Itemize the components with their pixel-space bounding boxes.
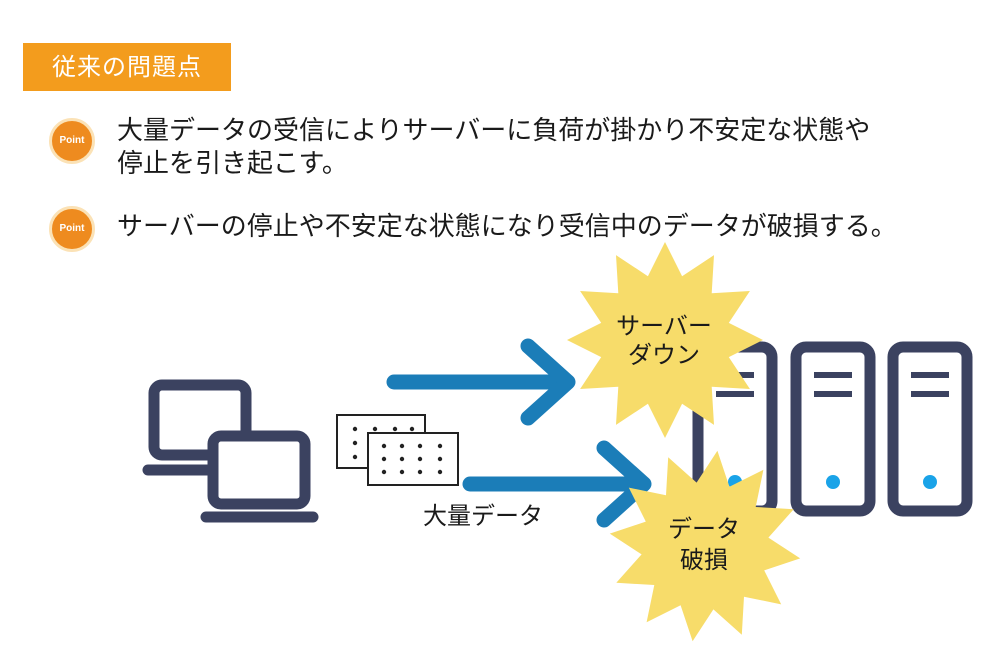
server-icon — [887, 341, 973, 517]
point-badge: Point — [49, 118, 95, 164]
burst-top-line-1: サーバー — [616, 312, 712, 340]
laptop-icon — [200, 430, 319, 523]
point-badge: Point — [49, 206, 95, 252]
burst-icon — [567, 242, 763, 438]
laptop-icon — [142, 379, 252, 476]
data-packet-icon — [367, 432, 459, 486]
burst-bottom-line-1: データ — [668, 515, 740, 543]
server-icon — [790, 341, 876, 517]
point-text-line-2: 停止を引き起こす。 — [117, 149, 348, 179]
burst-top-line-2: ダウン — [628, 341, 700, 369]
burst-bottom-line-2: 破損 — [680, 546, 728, 574]
point-text-line-1: 大量データの受信によりサーバーに負荷が掛かり不安定な状態や — [117, 116, 871, 146]
data-label: 大量データ — [423, 502, 543, 530]
arrow-right-icon — [386, 338, 576, 426]
section-title: 従来の問題点 — [23, 43, 231, 91]
burst-icon — [609, 450, 801, 642]
point-text-line-1: サーバーの停止や不安定な状態になり受信中のデータが破損する。 — [117, 212, 897, 242]
arrow-right-icon — [462, 440, 652, 528]
